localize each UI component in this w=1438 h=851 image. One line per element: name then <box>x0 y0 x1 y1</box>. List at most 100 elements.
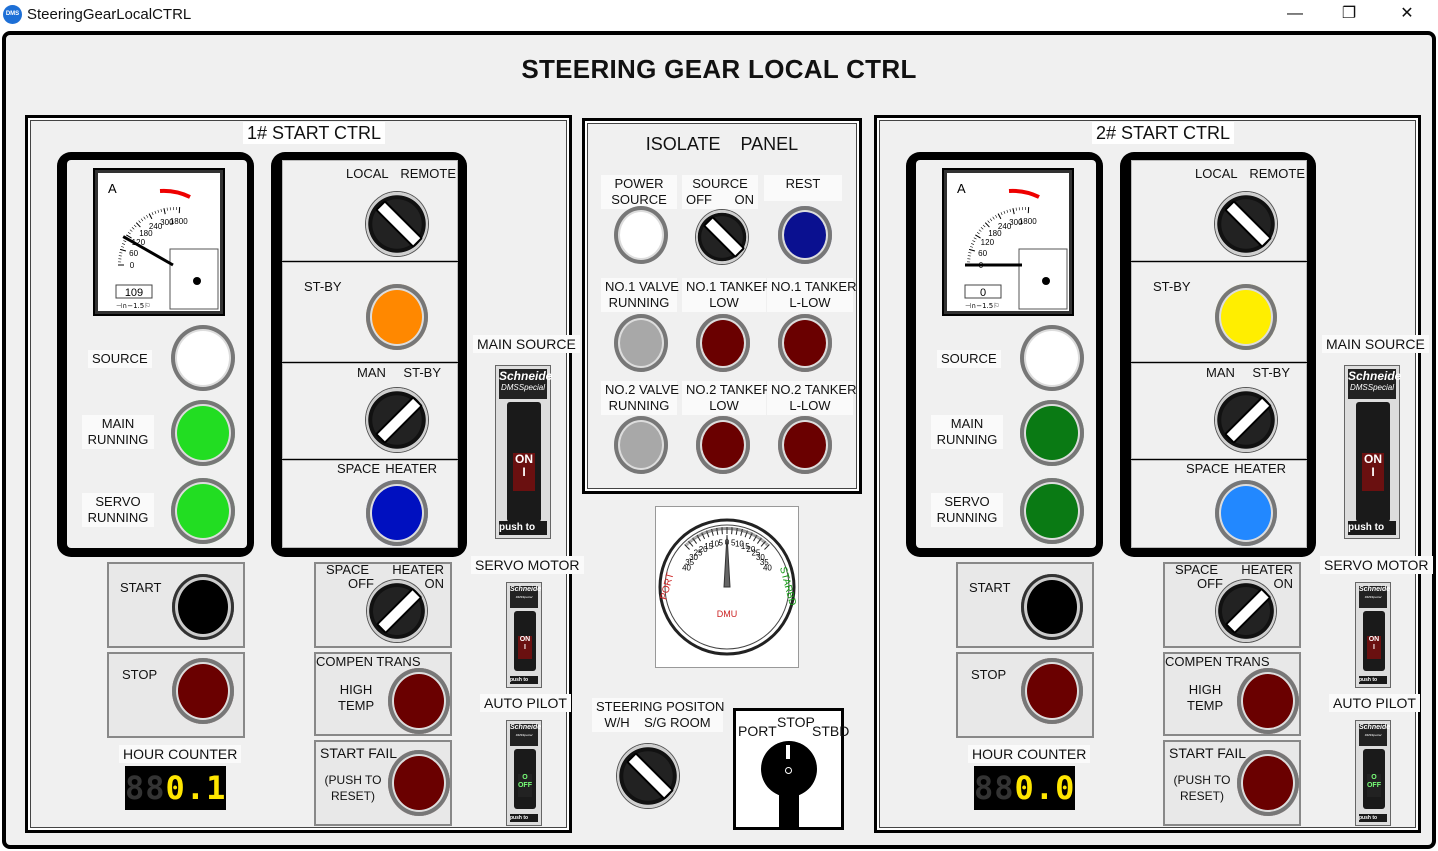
ammeter-tick-label: 180 <box>988 229 1002 238</box>
no2-tanker-llow-line1: NO.2 TANKER <box>771 382 857 397</box>
unit2-remote-label: REMOTE <box>1249 166 1305 181</box>
ammeter-tick-label: 1800 <box>1019 217 1037 226</box>
unit2-source-label: SOURCE <box>937 350 1001 368</box>
rudder-tick-label: 25 <box>694 549 703 558</box>
unit1-ammeter-unit: A <box>108 181 117 196</box>
unit1-hour-counter-label: HOUR COUNTER <box>119 745 242 763</box>
unit2-main-running-lamp <box>1020 400 1084 466</box>
selector-stbd-label: STBD <box>812 723 850 739</box>
unit2-man-stby-switch[interactable] <box>1215 388 1277 452</box>
unit1-auto-pilot-state-b: OFF <box>517 782 532 789</box>
unit2-start-fail-button[interactable] <box>1237 750 1299 816</box>
isolate-source-switch[interactable] <box>696 210 748 264</box>
unit2-auto-pilot-push-label: push to <box>1359 814 1387 822</box>
isolate-source-label-text: SOURCE <box>692 176 748 191</box>
rudder-tick-label: 20 <box>699 545 708 554</box>
unit1-sh-space-label: SPACE <box>326 562 370 577</box>
unit1-auto-pilot-brand3: DMSSpecial <box>515 733 533 737</box>
unit2-servo-running-l1: SERVO <box>944 494 990 509</box>
unit1-start-fail-button[interactable] <box>388 750 450 816</box>
rest-button[interactable] <box>778 206 832 264</box>
unit2-local-remote-switch[interactable] <box>1215 192 1277 256</box>
unit1-stop-label: STOP <box>122 667 158 682</box>
rudder-tick-label: 20 <box>746 545 755 554</box>
unit1-start-button[interactable] <box>172 574 234 640</box>
unit1-main-source-push-label: push to <box>499 521 547 535</box>
unit2-auto-pilot-brand: Schneide <box>1359 724 1391 731</box>
unit1-servo-motor-brand3: DMSSpecial <box>515 595 533 599</box>
unit1-high-label: HIGH <box>339 682 373 697</box>
unit2-space-label: SPACE <box>1186 461 1230 476</box>
unit1-main-source-brand: Schneide <box>499 369 553 383</box>
unit2-start-button[interactable] <box>1021 574 1083 640</box>
unit1-ammeter-footer: ⊣∩−1.5⚐ <box>116 302 151 310</box>
rudder-dial-svg: 0551010151520202525303035354040 PORT STA… <box>658 518 798 656</box>
unit1-servo-running-l1: SERVO <box>95 494 141 509</box>
unit2-servo-motor-push-label: push to <box>1359 676 1387 684</box>
minimize-button[interactable]: — <box>1287 5 1303 22</box>
unit2-servo-motor-brand: Schneide <box>1359 586 1391 593</box>
unit1-space-heater-switch[interactable] <box>367 580 427 642</box>
unit1-source-label: SOURCE <box>88 350 152 368</box>
unit1-hour-counter-display: 880.1 <box>125 766 226 810</box>
unit2-compen-label: COMPEN TRANS <box>1165 654 1270 669</box>
unit2-stby2-label: ST-BY <box>1252 365 1290 380</box>
unit2-space-heater-switch[interactable] <box>1216 580 1276 642</box>
unit2-main-source-label: MAIN SOURCE <box>1322 335 1429 353</box>
unit2-main-source-brand: Schneide <box>1348 369 1402 383</box>
maximize-button[interactable]: ❐ <box>1341 5 1357 22</box>
unit2-start-label: START <box>969 580 1011 595</box>
no1-tanker-low-lamp <box>696 314 750 372</box>
steering-position-switch[interactable] <box>617 744 679 808</box>
no1-valve-running-lamp <box>614 314 668 372</box>
rudder-indicator: 0551010151520202525303035354040 PORT STA… <box>655 506 799 668</box>
unit1-main-running-l2: RUNNING <box>87 432 149 447</box>
unit1-sh-heater-label: HEATER <box>392 562 444 577</box>
unit1-title: 1# START CTRL <box>243 122 386 144</box>
selector-handle[interactable] <box>779 781 799 827</box>
unit1-main-source-brand3: DMSSpecial <box>500 383 545 392</box>
unit2-local-remote-label: LOCAL REMOTE <box>1195 166 1305 182</box>
unit2-local-label: LOCAL <box>1195 166 1238 181</box>
unit1-main-source-label: MAIN SOURCE <box>473 335 580 353</box>
unit2-stop-button[interactable] <box>1021 658 1083 724</box>
unit1-local-remote-switch[interactable] <box>366 192 428 256</box>
unit1-hour-counter-dim: 88 <box>125 769 166 807</box>
unit2-heater-label: HEATER <box>1234 461 1286 476</box>
unit1-man-stby-switch[interactable] <box>366 388 428 452</box>
unit2-space-heater-label: SPACE HEATER <box>1186 461 1286 477</box>
no1-valve-line1: NO.1 VALVE <box>605 279 679 294</box>
rudder-tick-label: 15 <box>741 542 750 551</box>
close-button[interactable]: ✕ <box>1400 5 1414 22</box>
unit2-servo-running-l2: RUNNING <box>936 510 998 525</box>
ammeter-tick-label: 240 <box>149 222 163 231</box>
unit1-stop-button[interactable] <box>172 658 234 724</box>
ammeter-tick-label: 120 <box>132 238 146 247</box>
unit2-local-remote-cell <box>1131 160 1307 261</box>
steering-pos-line2: W/H S/G ROOM <box>604 715 711 730</box>
isolate-off-label: OFF <box>686 192 712 207</box>
ammeter-tick-label: 240 <box>998 222 1012 231</box>
rudder-tick-label: 5 <box>731 538 736 547</box>
unit1-high-temp-lamp <box>388 668 450 734</box>
